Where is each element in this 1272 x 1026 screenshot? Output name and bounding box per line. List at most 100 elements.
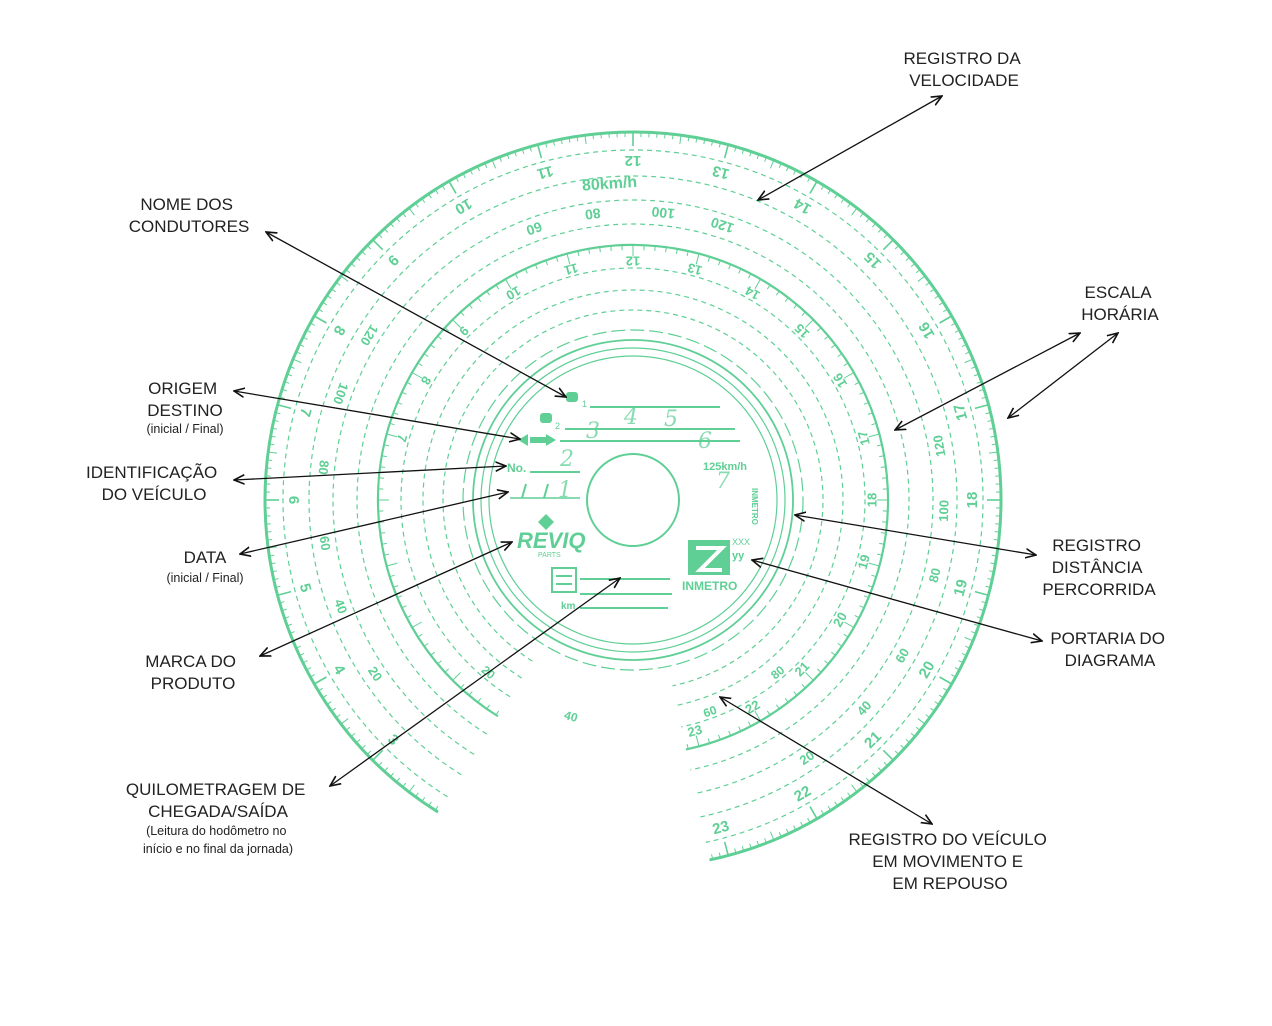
inner-hour-tick	[707, 256, 711, 262]
outer-hour-tick	[521, 148, 525, 154]
handwritten-number: 3	[586, 419, 600, 444]
outer-hour-tick	[378, 761, 383, 767]
outer-hour-tick	[277, 403, 292, 410]
outer-hour-tick	[428, 193, 432, 199]
inner-hour-tick	[793, 304, 798, 309]
outer-hour-tick	[961, 652, 967, 656]
outer-hour-tick	[277, 590, 292, 597]
speed-value-outer: 40	[331, 597, 350, 616]
outer-hour-tick	[687, 136, 690, 142]
outer-hour-tick	[974, 590, 989, 597]
label-origem-destino-sub: (inicial / Final)	[146, 422, 223, 436]
handwritten-number: 2	[559, 447, 574, 472]
outer-hour-tick	[396, 217, 401, 223]
label-marca: MARCA DO PRODUTO	[145, 652, 240, 693]
speed-value-outer: 120	[357, 322, 381, 348]
inner-band-ring	[442, 309, 824, 687]
outer-hour-tick	[851, 784, 858, 793]
label-portaria: PORTARIA DO DIAGRAMA	[1050, 629, 1169, 670]
outer-hour-tick	[302, 660, 308, 664]
outer-hour-tick	[529, 146, 532, 152]
outer-hour-number: 10	[452, 194, 475, 217]
outer-hour-tick	[402, 212, 407, 218]
inner-hour-tick	[524, 268, 528, 274]
inner-hour-number: 13	[686, 260, 704, 278]
outer-hour-number: 17	[951, 402, 972, 423]
disc-center: 1 2 No. 125km/h REVIQ PARTS	[507, 174, 759, 612]
inner-hour-number: 7	[394, 433, 410, 444]
outer-hour-tick	[366, 245, 372, 250]
outer-hour-tick	[491, 159, 497, 169]
outer-hour-tick	[384, 767, 389, 772]
inner-hour-tick	[843, 362, 849, 367]
outer-hour-tick	[355, 256, 361, 262]
inner-hour-number: 17	[855, 429, 873, 447]
label-identificacao: IDENTIFICAÇÃO DO VEÍCULO	[86, 463, 222, 504]
outer-hour-tick	[723, 144, 730, 159]
inner-hour-tick	[686, 250, 689, 257]
outer-hour-tick	[267, 459, 273, 461]
outer-hour-tick	[703, 138, 706, 145]
inner-hour-tick	[380, 532, 386, 534]
inner-hour-tick	[871, 422, 877, 426]
outer-hour-tick	[954, 329, 960, 333]
inner-hour-tick	[430, 651, 435, 656]
outer-hour-tick	[434, 189, 439, 195]
outer-hour-tick	[871, 772, 877, 778]
outer-hour-number: 14	[791, 194, 815, 217]
inner-hour-tick	[665, 247, 667, 253]
outer-hour-tick	[514, 151, 517, 157]
inner-hour-tick	[444, 668, 450, 673]
inner-hour-tick	[775, 290, 780, 296]
handwritten-number: 4	[623, 405, 638, 430]
outer-hour-tick	[900, 251, 905, 256]
label-registro-distancia: REGISTRO DISTÂNCIA PERCORRIDA	[1042, 536, 1156, 599]
arrow-distancia	[795, 515, 1036, 555]
speed-value-outer: 20	[365, 664, 386, 684]
outer-hour-tick	[718, 852, 721, 858]
outer-ring	[263, 130, 1003, 862]
speed-value-right: 120	[930, 434, 949, 458]
speed-value-top: 120	[708, 214, 735, 237]
outer-hour-tick	[749, 151, 752, 157]
speed-value-outer: 100	[330, 381, 352, 407]
outer-hour-tick	[964, 636, 974, 642]
inner-hour-tick	[831, 344, 836, 349]
inner-hour-number: 18	[864, 493, 879, 507]
inner-hour-tick	[738, 726, 742, 732]
outer-hour-tick	[268, 451, 278, 454]
outer-hour-tick	[306, 667, 312, 671]
max-speed-label: 125km/h	[703, 461, 747, 473]
outer-hour-tick	[974, 403, 989, 410]
inner-hour-tick	[867, 412, 873, 415]
outer-hour-number: 11	[535, 162, 555, 183]
outer-hour-number: 5	[296, 582, 315, 594]
outer-hour-tick	[408, 207, 415, 216]
inner-hour-number: 10	[504, 283, 524, 303]
inner-hour-tick	[824, 660, 829, 665]
label-registro-velocidade: REGISTRO DA VELOCIDADE	[904, 49, 1025, 90]
speed-band-ring	[356, 223, 910, 771]
inner-hour-number: 16	[830, 371, 850, 391]
arrow-escala-2	[1008, 333, 1118, 418]
inner-hour-tick	[686, 743, 689, 750]
outer-hour-tick	[718, 142, 721, 148]
inner-hour-tick	[859, 391, 865, 395]
inner-hour-tick	[837, 642, 843, 647]
outer-hour-tick	[943, 687, 948, 692]
inner-hour-number: 20	[830, 609, 850, 629]
driver-2-icon: 2	[540, 413, 560, 431]
outer-hour-tick	[389, 772, 395, 778]
outer-hour-tick	[734, 848, 737, 854]
outer-hour-tick	[954, 667, 960, 671]
inner-hour-tick	[837, 353, 843, 358]
inner-hour-tick	[824, 335, 829, 340]
outer-hour-tick	[917, 275, 926, 282]
center-ring	[472, 339, 794, 661]
outer-hour-tick	[340, 718, 349, 725]
outer-hour-tick	[756, 840, 760, 846]
tachograph-disc: 7891011121314151617181920212223345678910…	[263, 130, 1003, 862]
outer-hour-tick	[915, 269, 921, 274]
outer-hour-tick	[292, 358, 302, 364]
